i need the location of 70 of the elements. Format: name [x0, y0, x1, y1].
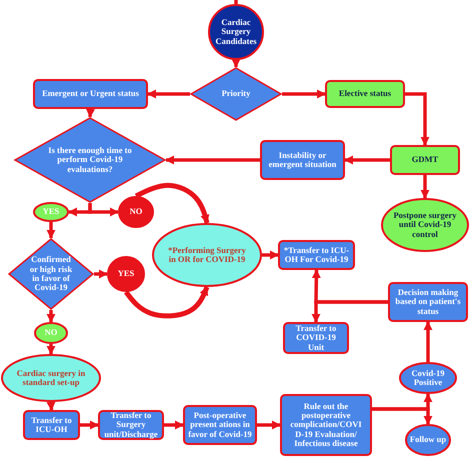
node-label: Transfer to Surgery unit/Discharge — [103, 410, 159, 440]
status-ellipse — [405, 424, 451, 456]
node-label: GDMT — [412, 155, 438, 165]
decision-diamond — [14, 117, 166, 203]
process-box — [280, 394, 372, 456]
start-circle — [208, 4, 264, 60]
arrow — [257, 420, 281, 430]
answer-ellipse — [34, 322, 68, 344]
node-label: Cardiac surgery in standard set-up — [16, 368, 86, 388]
process-box — [98, 410, 164, 440]
process-box — [278, 240, 355, 270]
answer-circle — [107, 256, 145, 292]
arrow — [124, 286, 210, 318]
arrow — [420, 175, 430, 199]
node-label: Priority — [222, 89, 250, 99]
node-label: YES — [118, 269, 134, 279]
node-label: Follow up — [410, 435, 446, 445]
node-label: Emergent or Urgent status — [42, 89, 139, 99]
status-ellipse — [399, 362, 457, 394]
node-label: Covid-19 Positive — [410, 368, 446, 388]
process-box — [23, 410, 80, 440]
arrow — [164, 420, 184, 430]
arrow — [262, 250, 279, 260]
node-label: NO — [44, 328, 58, 338]
node-label: Instability or emergent situation — [268, 150, 338, 170]
node-label: NO — [130, 207, 142, 217]
arrow — [282, 90, 326, 98]
node-label: Transfer to ICU-OH — [30, 416, 73, 434]
arrow — [147, 90, 190, 98]
arrow — [46, 222, 56, 239]
node-label: Postpone surgery until Covid-19 control — [392, 210, 458, 240]
process-box — [260, 140, 345, 180]
process-box — [183, 405, 257, 445]
arrow — [94, 270, 108, 278]
outcome-ellipse — [1, 354, 101, 402]
process-box — [33, 79, 148, 109]
outcome-ellipse — [381, 198, 469, 252]
process-box — [388, 282, 468, 322]
arrow — [165, 156, 260, 164]
node-label: Confirmed or high risk in favor of Covid-19 — [28, 255, 74, 293]
node-label: Cardiac Surgery Candidates — [214, 18, 258, 46]
arrow — [46, 310, 56, 323]
arrow — [424, 321, 432, 362]
answer-circle — [118, 196, 154, 228]
process-box — [325, 80, 405, 108]
arrow — [46, 402, 56, 411]
decision-diamond — [8, 238, 94, 310]
arrow — [405, 92, 430, 146]
arrow — [232, 58, 240, 68]
node-label: *Performing Surgery in OR for COVID-19 — [167, 246, 247, 264]
arrow — [86, 108, 95, 118]
node-label: Is there enough time to perform Covid-19 evaluations? — [48, 146, 132, 174]
answer-ellipse — [33, 202, 69, 222]
node-label: *Transfer to ICU-OH For Covid-19 — [283, 246, 350, 264]
node-label: Elective status — [338, 89, 392, 99]
node-label: Transfer to COVID-19 Unit — [294, 324, 338, 352]
node-label: Decision making based on patient's status — [394, 288, 462, 316]
node-label: Post-operative present ations in favor of Covid-19 — [188, 410, 252, 440]
arrow — [46, 344, 56, 355]
arrow — [372, 407, 432, 425]
decision-diamond — [190, 67, 282, 121]
process-box — [390, 145, 460, 175]
arrow — [80, 420, 99, 430]
process-box — [283, 322, 349, 354]
outcome-ellipse — [152, 223, 262, 287]
arrow — [312, 300, 388, 323]
node-label: YES — [42, 207, 60, 217]
arrow — [88, 203, 119, 216]
node-label: Rule out the postoperative complication/COVI D-19 Evaluation/ Infectious disease — [289, 402, 363, 448]
arrow — [344, 156, 390, 164]
